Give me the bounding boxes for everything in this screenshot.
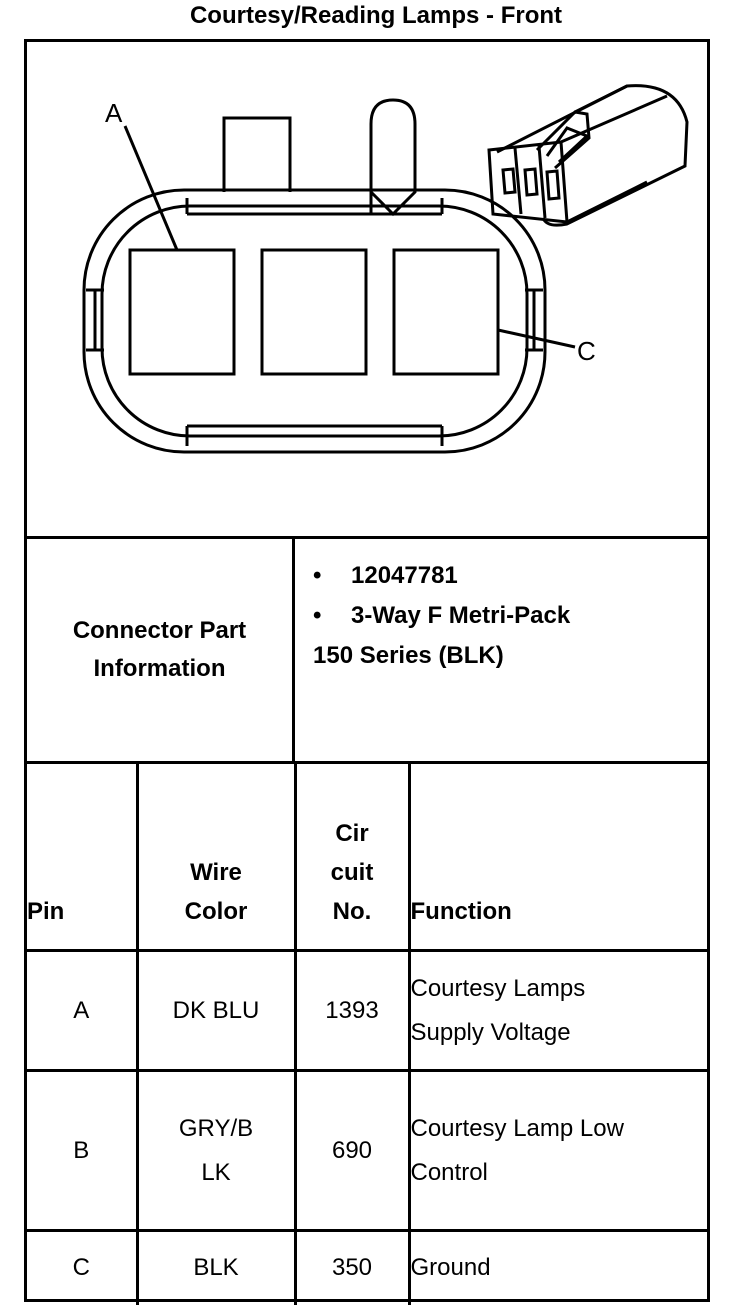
cavity-b bbox=[260, 248, 368, 376]
connector-info-label: Connector Part Information bbox=[27, 539, 295, 761]
polarization-key bbox=[369, 98, 417, 217]
latch-tab bbox=[222, 116, 292, 192]
callout-c: C bbox=[577, 336, 596, 366]
bullet: • bbox=[313, 602, 322, 629]
circuit-cell: 350 bbox=[293, 1229, 411, 1305]
circuit-cell: 1393 bbox=[293, 949, 411, 1072]
function-line1: Courtesy Lamp Low bbox=[410, 1114, 624, 1142]
connector-housing-outer bbox=[82, 188, 547, 454]
connector-info-list: • 12047781 • 3-Way F Metri-Pack 150 Series… bbox=[313, 556, 570, 676]
connector-isometric-view bbox=[487, 84, 689, 227]
pin-cell: C bbox=[27, 1229, 139, 1305]
callout-a-leader bbox=[123, 125, 179, 251]
wire-color-cell: GRY/B LK bbox=[135, 1069, 297, 1232]
header-circuit-line1: Cir bbox=[335, 820, 369, 847]
pin-cell: B bbox=[27, 1069, 139, 1232]
table-row: C BLK 350 Ground bbox=[27, 1229, 707, 1305]
pin-table: Pin Wire Color Cir cuit No. Function A D… bbox=[27, 761, 707, 1305]
header-wire-color-line1: Wire bbox=[190, 859, 242, 886]
cavity-a bbox=[128, 248, 236, 376]
header-pin: Pin bbox=[27, 761, 139, 952]
description-line1: 3-Way F Metri-Pack bbox=[351, 602, 571, 629]
description-line2: 150 Series (BLK) bbox=[313, 642, 504, 669]
callout-c-leader bbox=[497, 328, 576, 349]
connector-sheet: A C Connector Part Information bbox=[24, 39, 710, 1305]
part-number: 12047781 bbox=[351, 562, 458, 589]
header-function: Function bbox=[407, 761, 707, 952]
connector-info-label-line2: Information bbox=[93, 655, 226, 682]
wire-color-cell: BLK bbox=[135, 1229, 297, 1305]
connector-info-row: Connector Part Information • 12047781 • 3-… bbox=[27, 536, 707, 761]
description-item: • 3-Way F Metri-Pack bbox=[313, 596, 570, 636]
function-line2: Supply Voltage bbox=[410, 1018, 571, 1046]
callout-a: A bbox=[105, 98, 123, 128]
page-title: Courtesy/Reading Lamps - Front bbox=[189, 2, 563, 29]
table-row: A DK BLU 1393 Courtesy Lamps Supply Volt… bbox=[27, 949, 707, 1072]
header-circuit-line2: cuit bbox=[330, 859, 374, 886]
wire-color-line1: GRY/B bbox=[178, 1114, 254, 1142]
pin-table-header: Pin Wire Color Cir cuit No. Function bbox=[27, 761, 707, 952]
connector-face-diagram: A C bbox=[82, 84, 689, 454]
connector-housing-inner bbox=[100, 204, 529, 438]
table-row: B GRY/B LK 690 Courtesy Lamp Low Control bbox=[27, 1069, 707, 1232]
function-line1: Courtesy Lamps bbox=[410, 974, 586, 1002]
part-number-item: • 12047781 bbox=[313, 556, 570, 596]
header-circuit-line3: No. bbox=[332, 898, 372, 925]
function-cell: Courtesy Lamps Supply Voltage bbox=[407, 949, 707, 1072]
wire-color-line2: LK bbox=[201, 1158, 231, 1186]
header-wire-color: Wire Color bbox=[135, 761, 297, 952]
header-circuit-no: Cir cuit No. bbox=[293, 761, 411, 952]
header-wire-color-line2: Color bbox=[184, 898, 248, 925]
function-line2: Control bbox=[410, 1158, 488, 1186]
wire-color-cell: DK BLU bbox=[135, 949, 297, 1072]
connector-info-label-line1: Connector Part bbox=[72, 617, 247, 644]
cavity-c bbox=[392, 248, 500, 376]
circuit-cell: 690 bbox=[293, 1069, 411, 1232]
function-cell: Courtesy Lamp Low Control bbox=[407, 1069, 707, 1232]
bullet: • bbox=[313, 562, 322, 589]
function-cell: Ground bbox=[407, 1229, 707, 1305]
pin-cell: A bbox=[27, 949, 139, 1072]
